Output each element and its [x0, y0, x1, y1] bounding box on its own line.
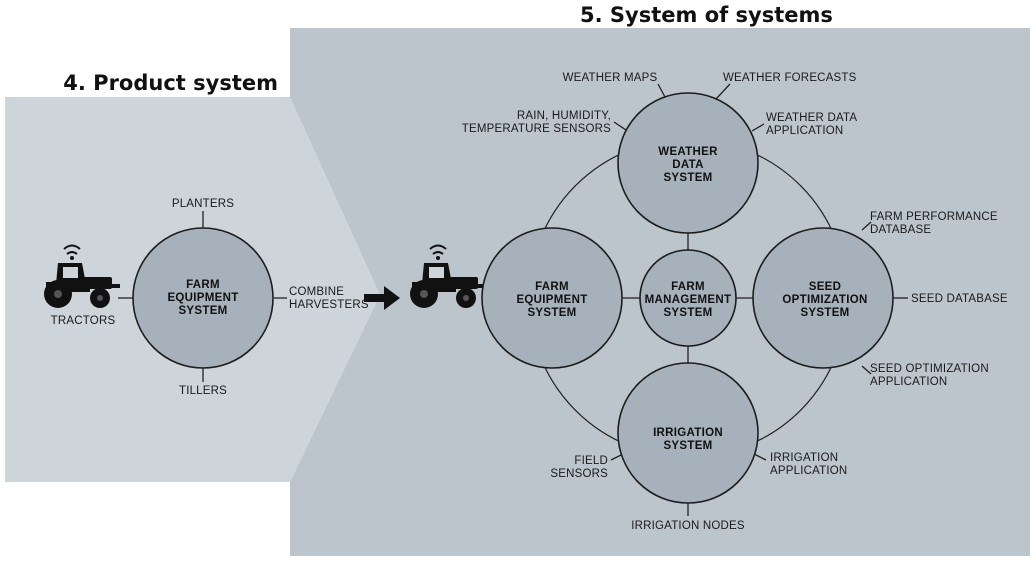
label-line: SEED — [809, 281, 842, 293]
weather-maps-label: WEATHER MAPS — [563, 72, 658, 84]
label-line: DATA — [672, 159, 703, 171]
weather-maps-connector — [657, 83, 666, 98]
system-of-systems-title: 5. System of systems — [580, 3, 833, 27]
label-line: EQUIPMENT — [516, 294, 587, 306]
irrigation-nodes-label: IRRIGATION NODES — [631, 520, 745, 532]
label-line: WEATHER FORECASTS — [723, 72, 857, 84]
label-line: FARM — [186, 279, 220, 291]
label-line: RAIN, HUMIDITY, — [517, 110, 611, 122]
tillers-label: TILLERS — [179, 385, 227, 397]
label-line: OPTIMIZATION — [782, 294, 867, 306]
label-line: TILLERS — [179, 385, 227, 397]
tractors-label: TRACTORS — [51, 315, 116, 327]
label-line: WEATHER — [658, 146, 718, 158]
label-line: PLANTERS — [172, 198, 234, 210]
label-line: SEED OPTIMIZATION — [870, 363, 989, 375]
seed-optimization-system-node — [752, 227, 894, 369]
label-line: SYSTEM — [663, 440, 712, 452]
label-line: SYSTEM — [800, 307, 849, 319]
weather-forecasts-connector — [715, 83, 731, 100]
rain-sensors-connector — [613, 121, 627, 131]
label-line: MANAGEMENT — [645, 294, 732, 306]
label-line: APPLICATION — [870, 376, 947, 388]
seed-app-connector — [861, 365, 872, 375]
label-line: IRRIGATION — [653, 427, 723, 439]
label-line: COMBINE — [289, 286, 344, 298]
label-line: WEATHER DATA — [766, 112, 857, 124]
label-line: FARM PERFORMANCE — [870, 211, 998, 223]
label-line: TRACTORS — [51, 315, 116, 327]
label-line: EQUIPMENT — [167, 292, 238, 304]
farm-perf-db-connector — [861, 221, 872, 231]
weather-app-connector — [751, 123, 765, 132]
label-line: WEATHER MAPS — [563, 72, 658, 84]
weather-forecasts-label: WEATHER FORECASTS — [723, 72, 857, 84]
irrigation-system-node — [617, 362, 759, 504]
label-line: SYSTEM — [527, 307, 576, 319]
seed-database-label: SEED DATABASE — [911, 293, 1008, 305]
label-line: APPLICATION — [766, 125, 843, 137]
irrigation-app-connector — [753, 453, 767, 461]
label-line: SEED DATABASE — [911, 293, 1008, 305]
label-line: APPLICATION — [770, 465, 847, 477]
label-line: SENSORS — [550, 468, 608, 480]
product-system-title: 4. Product system — [63, 71, 278, 95]
label-line: FIELD — [574, 455, 608, 467]
farm-equipment-hub — [132, 227, 274, 369]
label-line: SYSTEM — [663, 307, 712, 319]
label-line: IRRIGATION — [770, 452, 838, 464]
label-line: SYSTEM — [178, 305, 227, 317]
label-line: HARVESTERS — [289, 299, 369, 311]
arrow-right-icon — [364, 286, 400, 310]
label-line: IRRIGATION NODES — [631, 520, 745, 532]
planters-label: PLANTERS — [172, 198, 234, 210]
label-line: TEMPERATURE SENSORS — [462, 123, 611, 135]
label-line: DATABASE — [870, 224, 931, 236]
label-line: SYSTEM — [663, 172, 712, 184]
weather-data-system-node — [617, 92, 759, 234]
label-line: FARM — [535, 281, 569, 293]
farm-management-system-node — [639, 249, 737, 347]
rain-sensors-label: RAIN, HUMIDITY,TEMPERATURE SENSORS — [462, 110, 611, 135]
farm-equipment-system-node — [481, 227, 623, 369]
label-line: FARM — [671, 281, 705, 293]
